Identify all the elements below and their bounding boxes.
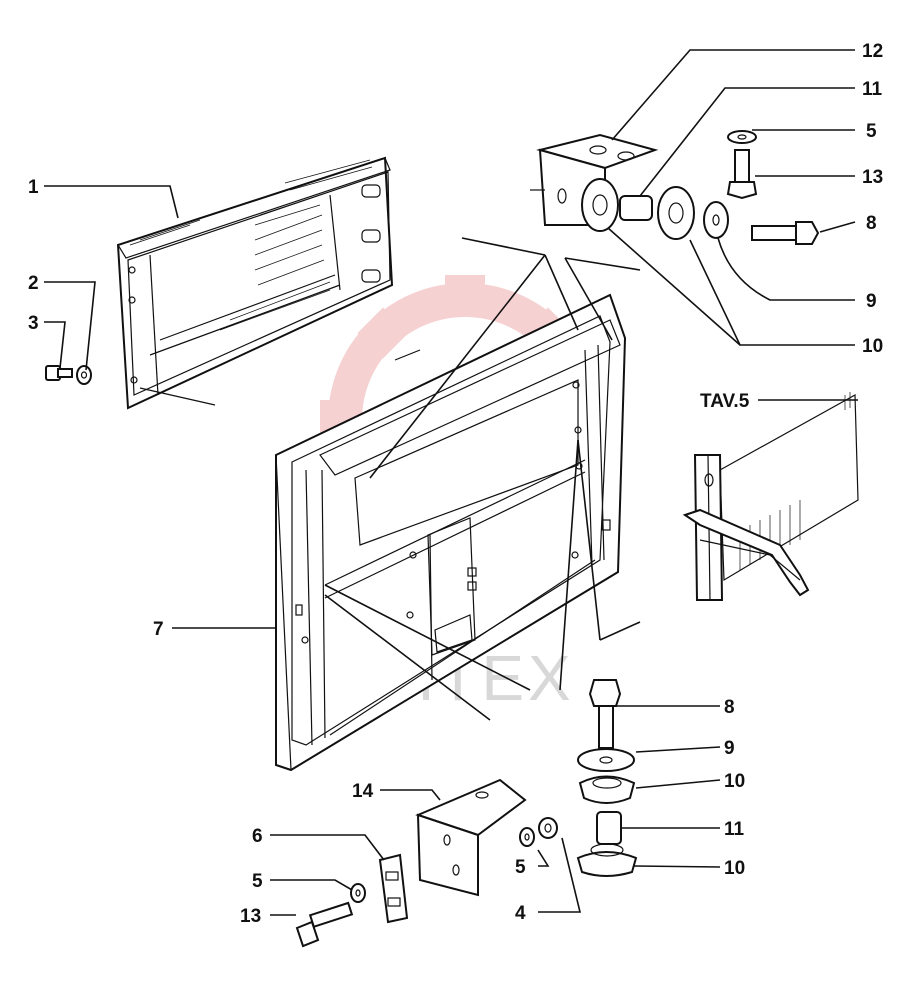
callout-2: 2 [28, 273, 39, 294]
leader-lines [44, 49, 858, 916]
bolt-13-bottom [295, 901, 354, 948]
washer-9-bottom [577, 748, 635, 772]
frame-part [275, 293, 627, 772]
mounting-slot [128, 184, 381, 384]
callout-5-bottom-right: 5 [515, 857, 526, 878]
rubber-mount-10-top-right [657, 186, 695, 240]
callout-11-top: 11 [862, 79, 883, 100]
rubber-mount-10-top-left [581, 178, 619, 232]
callout-3: 3 [28, 313, 39, 334]
callout-13-bottom: 13 [240, 906, 261, 927]
radiator-part [682, 392, 859, 601]
rubber-mount-10-upper [578, 775, 636, 804]
callout-10-top: 10 [862, 336, 883, 357]
mesh-hatch [129, 159, 373, 331]
callout-9-bottom: 9 [724, 738, 735, 759]
spacer-11-top [619, 195, 653, 221]
callout-11-bottom: 11 [724, 819, 745, 840]
callout-14: 14 [352, 781, 374, 802]
clip-plate-6-part [378, 853, 409, 924]
callout-9-top: 9 [866, 291, 877, 312]
spacer-11-bottom [596, 811, 622, 845]
callout-10-bottom: 10 [724, 858, 745, 879]
table-reference-label: TAV.5 [700, 391, 750, 412]
screw-3-part [45, 365, 73, 381]
rubber-mount-10-lower [576, 843, 638, 877]
grille-box-part [116, 156, 394, 410]
washer-5-bottom-left [350, 883, 366, 903]
callout-7: 7 [153, 619, 164, 640]
bolt-8-bottom [588, 679, 622, 749]
callout-8-bottom: 8 [724, 697, 735, 718]
callout-4: 4 [515, 903, 526, 924]
callout-6: 6 [252, 826, 263, 847]
bracket-14-part [415, 778, 527, 897]
callout-5-top: 5 [866, 121, 877, 142]
callout-10-middle: 10 [724, 771, 745, 792]
callout-13-top: 13 [862, 167, 883, 188]
washer-5-bottom-right [519, 827, 535, 847]
washer-5-top [727, 130, 757, 144]
nut-4-part [538, 817, 558, 839]
callout-8-top: 8 [866, 213, 877, 234]
callout-1: 1 [28, 177, 39, 198]
callout-5-bottom-left: 5 [252, 871, 263, 892]
callout-labels: 1 2 3 12 11 5 13 8 9 10 TAV.5 7 8 9 10 1… [28, 41, 883, 927]
frame-bolt-holes [295, 381, 611, 644]
bolt-8-top [751, 221, 820, 245]
bolt-13-top [726, 149, 758, 200]
washer-9-top [703, 201, 729, 239]
washer-2-part [76, 365, 92, 385]
callout-12: 12 [862, 41, 883, 62]
